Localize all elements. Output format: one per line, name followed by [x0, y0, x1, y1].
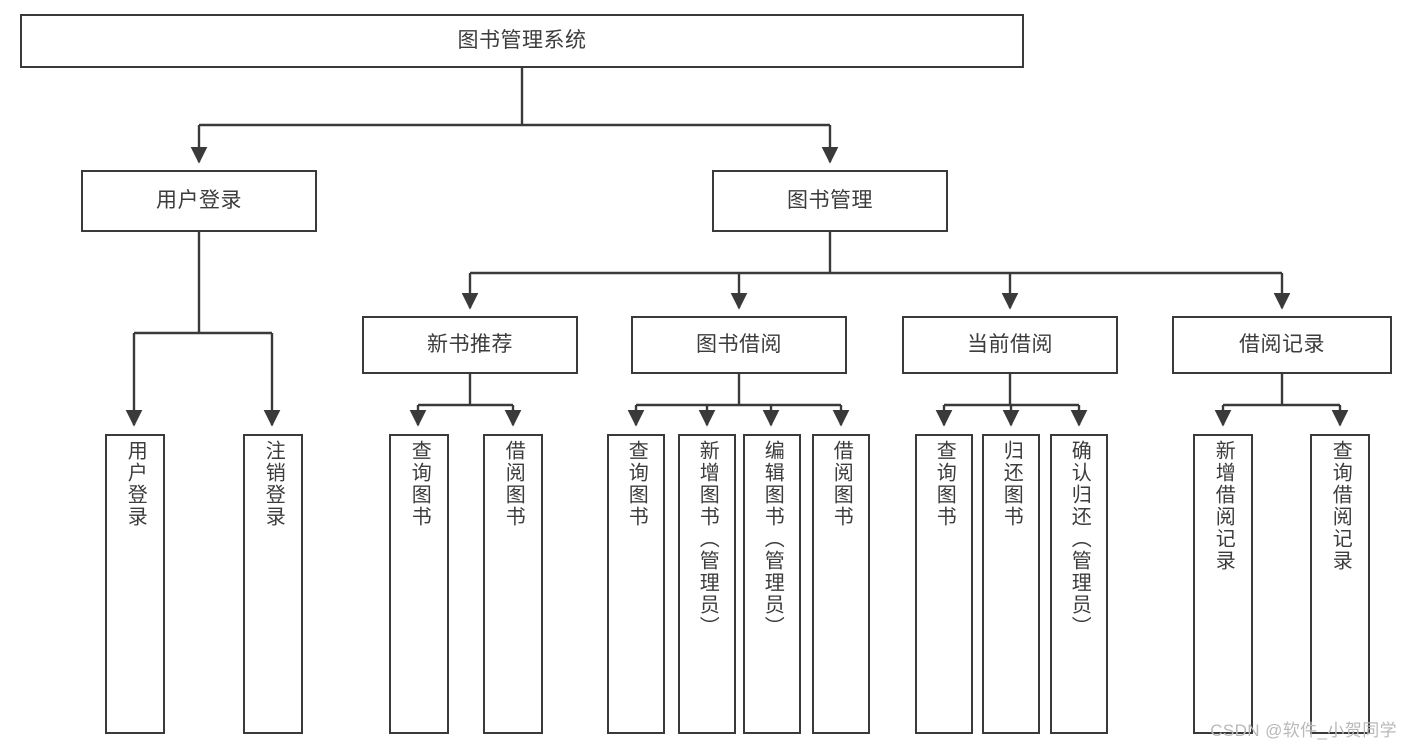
node-root-label: 图书管理系统 [457, 29, 587, 53]
leaf-query-book-2-label: 查询图书 [625, 440, 648, 528]
leaf-query-book-1[interactable]: 查询图书 [389, 434, 449, 734]
leaf-borrow-book-2-label: 借阅图书 [830, 440, 853, 528]
node-book-management-label: 图书管理 [787, 189, 873, 213]
leaf-add-borrow-record-label: 新增借阅记录 [1212, 440, 1235, 572]
node-new-book-recommend[interactable]: 新书推荐 [362, 316, 578, 374]
leaf-borrow-book-2[interactable]: 借阅图书 [812, 434, 870, 734]
leaf-user-login[interactable]: 用户登录 [105, 434, 165, 734]
leaf-borrow-book-1-label: 借阅图书 [502, 440, 525, 528]
leaf-logout[interactable]: 注销登录 [243, 434, 303, 734]
leaf-query-book-3-label: 查询图书 [933, 440, 956, 528]
leaf-query-book-2[interactable]: 查询图书 [607, 434, 665, 734]
node-borrow-record[interactable]: 借阅记录 [1172, 316, 1392, 374]
node-user-login-label: 用户登录 [156, 189, 242, 213]
node-current-borrow[interactable]: 当前借阅 [902, 316, 1118, 374]
leaf-confirm-return-admin[interactable]: 确认归还（管理员） [1050, 434, 1108, 734]
node-current-borrow-label: 当前借阅 [967, 333, 1053, 357]
leaf-edit-book-admin[interactable]: 编辑图书（管理员） [743, 434, 801, 734]
leaf-logout-label: 注销登录 [262, 440, 285, 528]
leaf-query-book-3[interactable]: 查询图书 [915, 434, 973, 734]
leaf-return-book[interactable]: 归还图书 [982, 434, 1040, 734]
node-new-book-recommend-label: 新书推荐 [427, 333, 513, 357]
node-book-borrow-label: 图书借阅 [696, 333, 782, 357]
leaf-query-borrow-record-label: 查询借阅记录 [1329, 440, 1352, 572]
leaf-borrow-book-1[interactable]: 借阅图书 [483, 434, 543, 734]
leaf-add-book-admin[interactable]: 新增图书（管理员） [678, 434, 736, 734]
node-book-management[interactable]: 图书管理 [712, 170, 948, 232]
node-book-borrow[interactable]: 图书借阅 [631, 316, 847, 374]
node-root[interactable]: 图书管理系统 [20, 14, 1024, 68]
leaf-add-borrow-record[interactable]: 新增借阅记录 [1193, 434, 1253, 734]
node-user-login[interactable]: 用户登录 [81, 170, 317, 232]
leaf-edit-book-admin-label: 编辑图书（管理员） [761, 440, 784, 638]
watermark-text: CSDN @软件_小贺同学 [1210, 721, 1397, 740]
leaf-add-book-admin-label: 新增图书（管理员） [696, 440, 719, 638]
leaf-return-book-label: 归还图书 [1000, 440, 1023, 528]
leaf-query-book-1-label: 查询图书 [408, 440, 431, 528]
leaf-query-borrow-record[interactable]: 查询借阅记录 [1310, 434, 1370, 734]
node-borrow-record-label: 借阅记录 [1239, 333, 1325, 357]
leaf-confirm-return-admin-label: 确认归还（管理员） [1068, 440, 1091, 638]
leaf-user-login-label: 用户登录 [124, 440, 147, 528]
